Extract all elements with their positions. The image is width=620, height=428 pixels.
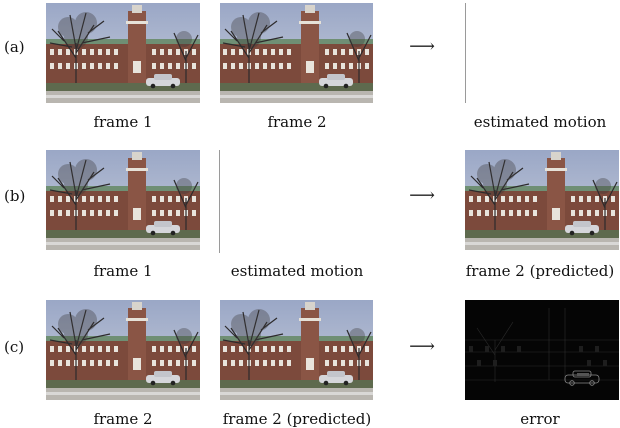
- image-frame-1: [46, 150, 200, 250]
- row-label-b: (b): [4, 187, 25, 205]
- image-frame-2-predicted: [465, 150, 619, 250]
- image-error: [465, 300, 619, 400]
- image-frame-1: [46, 3, 200, 103]
- arrow-right-icon: ⟶: [407, 36, 437, 57]
- caption-frame-1: frame 1: [43, 113, 203, 131]
- row-label-a: (a): [4, 38, 25, 56]
- caption-estimated-motion: estimated motion: [460, 113, 620, 131]
- arrow-right-icon: ⟶: [407, 185, 437, 206]
- image-frame-2-predicted: [220, 300, 374, 400]
- caption-frame-2: frame 2: [217, 113, 377, 131]
- caption-estimated-motion: estimated motion: [217, 262, 377, 280]
- arrow-right-icon: ⟶: [407, 336, 437, 357]
- caption-frame-2: frame 2: [43, 410, 203, 428]
- caption-frame-2-predicted: frame 2 (predicted): [217, 410, 377, 428]
- row-label-c: (c): [4, 338, 24, 356]
- motion-field-line: [219, 150, 220, 253]
- caption-frame-1: frame 1: [43, 262, 203, 280]
- caption-frame-2-predicted: frame 2 (predicted): [460, 262, 620, 280]
- caption-error: error: [460, 410, 620, 428]
- image-frame-2: [46, 300, 200, 400]
- motion-field-line: [465, 3, 466, 103]
- image-frame-2: [220, 3, 374, 103]
